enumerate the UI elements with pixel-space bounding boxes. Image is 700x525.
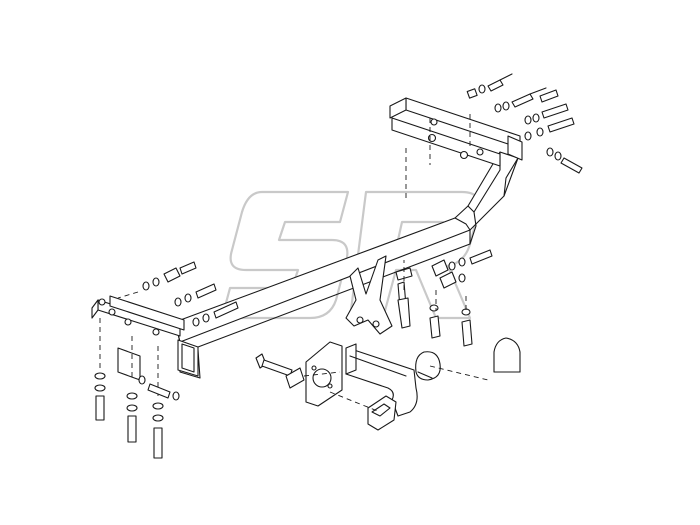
ball-mount-plate bbox=[345, 255, 393, 335]
right-side-bracket bbox=[389, 97, 523, 167]
bolt-group-b bbox=[494, 87, 559, 113]
fasteners-left-center bbox=[117, 261, 239, 327]
socket-plate-bolt bbox=[255, 353, 381, 413]
electrical-socket bbox=[367, 395, 397, 431]
tow-ball bbox=[415, 351, 441, 381]
bolt-group-c bbox=[524, 103, 575, 141]
bolt-group-d bbox=[546, 147, 583, 174]
ball-cover bbox=[429, 337, 521, 381]
fasteners-middle bbox=[395, 249, 493, 347]
fasteners-lower-left bbox=[94, 318, 180, 459]
fasteners-top-right bbox=[405, 73, 583, 200]
bolt-group-a bbox=[466, 73, 513, 99]
ball-mount-arm bbox=[345, 343, 418, 417]
left-side-bracket bbox=[91, 295, 185, 381]
